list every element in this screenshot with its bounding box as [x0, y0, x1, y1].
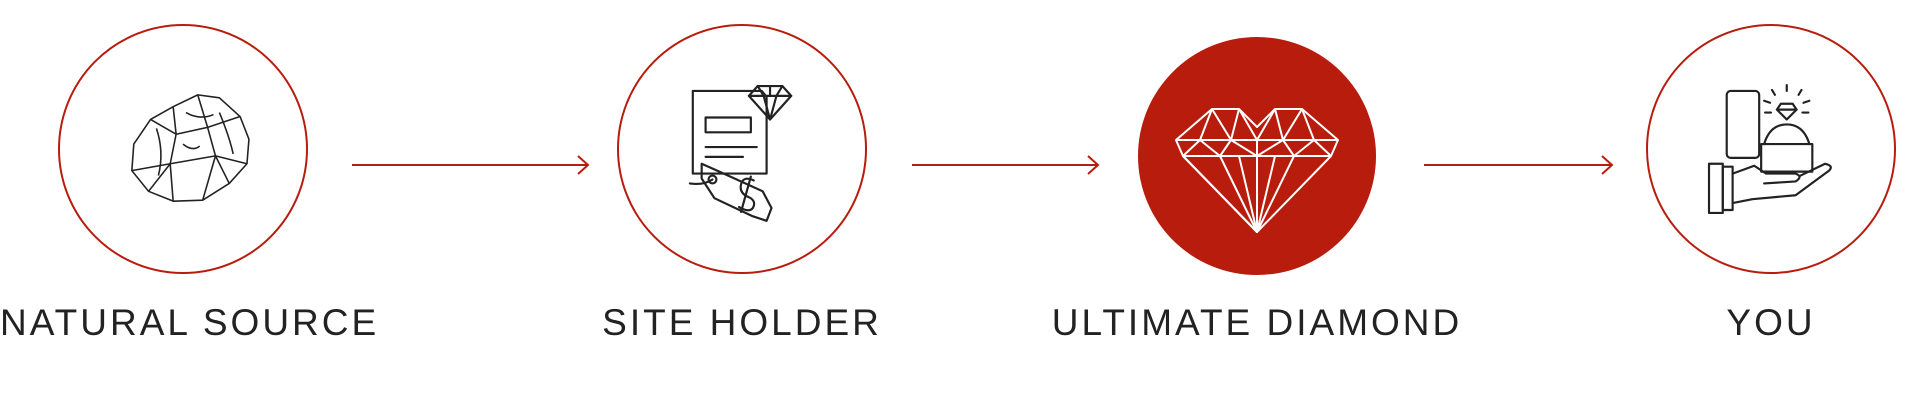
price-document-icon [688, 84, 793, 222]
step-site-holder [617, 24, 867, 274]
step-label-you: YOU [1726, 302, 1816, 343]
step-ultimate-diamond [1138, 37, 1376, 275]
rough-diamond-icon [131, 94, 250, 202]
step-you [1646, 24, 1896, 274]
step-label-natural-source: NATURAL SOURCE [0, 302, 380, 343]
step-natural-source [58, 24, 308, 274]
step-label-ultimate-diamond: ULTIMATE DIAMOND [1051, 302, 1463, 343]
heart-diamond-icon [1175, 108, 1339, 233]
step-label-site-holder: SITE HOLDER [602, 302, 882, 343]
ring-in-hand-icon [1707, 83, 1832, 215]
arrow-right-icon [352, 150, 592, 180]
arrow-right-icon [1424, 150, 1616, 180]
arrow-right-icon [912, 150, 1102, 180]
